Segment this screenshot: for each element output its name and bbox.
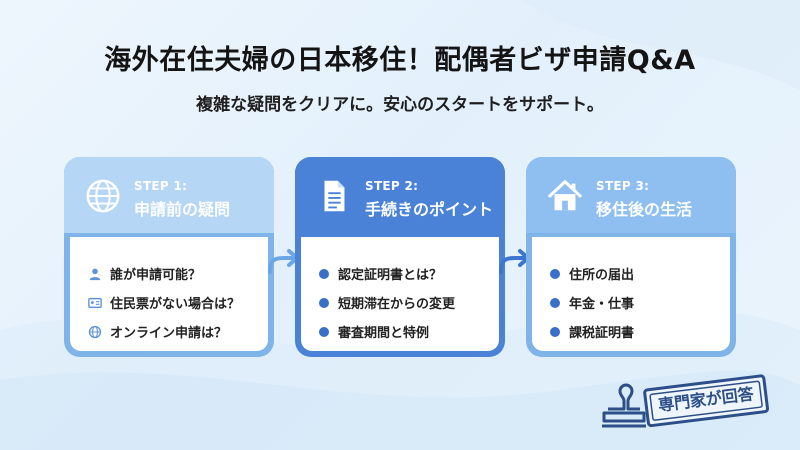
person-icon [89,268,101,280]
list-item-label: オンライン申請は？ [110,326,228,341]
list-item: 年金・仕事 [550,288,730,317]
list-item-label: 住民票がない場合は？ [110,297,241,312]
list-item-label: 住所の届出 [569,268,635,283]
step-label: STEP 3: [596,179,650,193]
list-item-label: 誰が申請可能？ [110,268,202,283]
bullet-icon [319,326,329,337]
list-item-label: 審査期間と特例 [338,326,430,341]
step-card-3: STEP 3: 移住後の生活 住所の届出 年金・仕事 課税証明書 [526,157,736,357]
list-item-label: 認定証明書とは？ [338,268,443,283]
id-card-icon [88,297,102,308]
bullet-icon [319,268,329,279]
house-icon [548,180,582,211]
step-card-header: STEP 2: 手続きのポイント [295,157,505,233]
step-card-1: STEP 1: 申請前の疑問 誰が申請可能？ 住民票がない場合は？ [64,157,274,357]
list-item-label: 短期滞在からの変更 [338,297,456,312]
step-title: 手続きのポイント [365,200,494,219]
step-card-body: 認定証明書とは？ 短期滞在からの変更 審査期間と特例 [301,237,499,351]
page-subtitle: 複雑な疑問をクリアに。安心のスタートをサポート。 [196,95,604,115]
list-item: 短期滞在からの変更 [319,288,499,317]
list-item-label: 課税証明書 [569,326,635,341]
step-title: 移住後の生活 [596,200,693,219]
list-item: オンライン申請は？ [88,317,268,346]
stamp-icon [602,374,770,428]
step-card-header: STEP 3: 移住後の生活 [526,157,736,233]
globe-icon [86,179,120,213]
bullet-icon [550,268,560,279]
step-label: STEP 2: [365,179,419,193]
step-card-header: STEP 1: 申請前の疑問 [64,157,274,233]
step-card-body: 誰が申請可能？ 住民票がない場合は？ オンライン申請は？ [70,237,268,351]
bullet-icon [319,297,329,308]
list-item: 住所の届出 [550,259,730,288]
step-card-body: 住所の届出 年金・仕事 課税証明書 [532,237,730,351]
list-item: 認定証明書とは？ [319,259,499,288]
list-item: 住民票がない場合は？ [88,288,268,317]
page-title: 海外在住夫婦の日本移住！配偶者ビザ申請Q&A [104,45,696,76]
globe-icon [88,325,102,338]
list-item: 課税証明書 [550,317,730,346]
document-icon [324,180,345,212]
step-card-2: STEP 2: 手続きのポイント 認定証明書とは？ 短期滞在からの変更 審査期間… [295,157,505,357]
step-label: STEP 1: [134,179,188,193]
list-item: 審査期間と特例 [319,317,499,346]
bullet-icon [550,297,560,308]
step-title: 申請前の疑問 [134,200,231,219]
list-item-label: 年金・仕事 [569,297,635,312]
bullet-icon [550,326,560,337]
list-item: 誰が申請可能？ [88,259,268,288]
